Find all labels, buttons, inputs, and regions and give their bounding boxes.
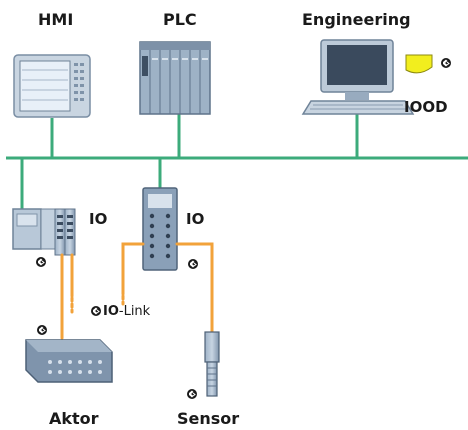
io-left-device-icon: [12, 208, 76, 256]
aktor-label: Aktor: [49, 409, 99, 428]
plc-label: PLC: [163, 10, 197, 29]
io-right-device-icon: [142, 187, 178, 271]
io-link-logo-icon: [187, 258, 199, 270]
sensor-label: Sensor: [177, 409, 240, 428]
io-left-label: IO: [89, 210, 108, 228]
io-link-logo-icon: [36, 324, 48, 336]
ethernet-bus: [6, 110, 468, 210]
io-link-label-rest: -Link: [118, 304, 151, 319]
sensor-device-icon: [204, 331, 220, 397]
io-link-logo-icon: [90, 305, 102, 317]
io-right-label: IO: [186, 210, 205, 228]
io-link-logo-icon: [35, 256, 47, 268]
io-link-logo-icon: [186, 388, 198, 400]
io-link-logo-icon: [440, 57, 452, 69]
iood-file-icon: [405, 54, 433, 74]
hmi-label: HMI: [38, 10, 74, 29]
iood-label: IOOD: [404, 98, 448, 116]
hmi-device-icon: [13, 54, 91, 118]
engineering-pc-icon: [301, 39, 415, 115]
plc-device-icon: [139, 41, 211, 115]
io-link-cables: [60, 242, 214, 340]
io-link-label: IO-Link: [103, 304, 150, 319]
engineering-label: Engineering: [302, 10, 411, 29]
aktor-device-icon: [25, 339, 113, 383]
io-link-label-bold: IO: [103, 304, 119, 319]
